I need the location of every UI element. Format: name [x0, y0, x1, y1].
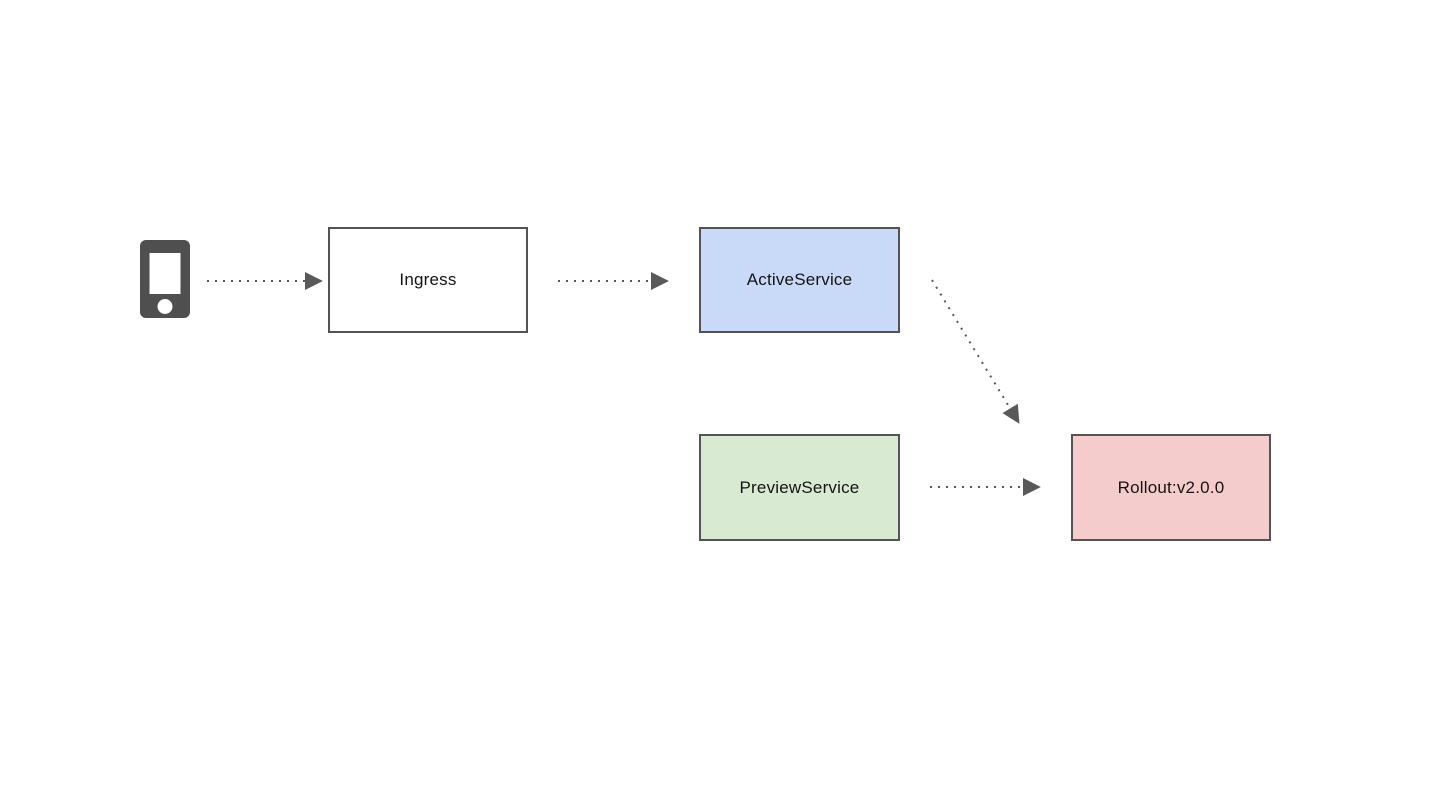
node-ingress-label: Ingress — [399, 270, 457, 289]
node-rollout: Rollout:v2.0.0 — [1071, 434, 1271, 541]
node-preview-service-label: PreviewService — [739, 477, 860, 497]
node-active-service-label: ActiveService — [746, 270, 853, 289]
node-preview-service: PreviewService — [699, 434, 900, 541]
edge-activeservice-to-rollout — [931, 279, 1020, 424]
node-ingress: Ingress — [328, 227, 528, 333]
node-active-service: ActiveService — [699, 227, 900, 333]
node-rollout-label: Rollout:v2.0.0 — [1117, 477, 1225, 497]
phone-icon — [140, 240, 190, 318]
